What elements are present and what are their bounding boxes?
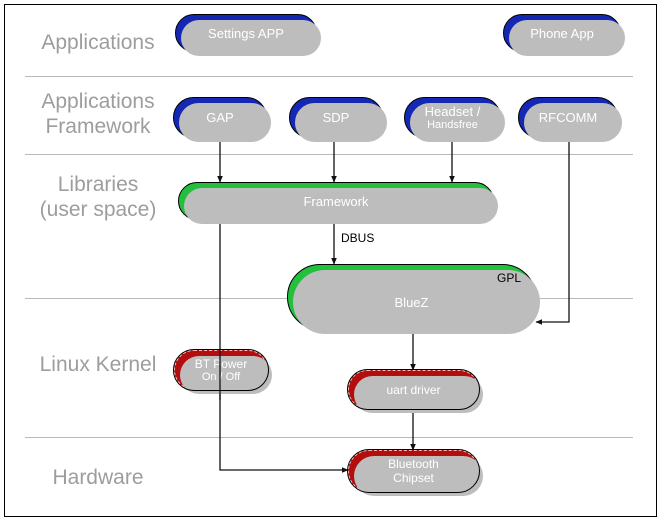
node-shadow (181, 20, 321, 56)
node-label: SDP (322, 110, 350, 125)
node-label: Bluetooth (388, 457, 439, 471)
layer-label-linux-kernel: Linux Kernel (39, 353, 157, 376)
node-shadow (354, 376, 483, 413)
node-shadow (354, 456, 483, 496)
node-bluetooth-chipset[interactable]: Bluetooth Chipset (347, 449, 483, 496)
separator-linux-kernel (25, 437, 633, 438)
node-shadow (410, 103, 505, 142)
node-phone-app[interactable]: Phone App (503, 14, 625, 56)
layer-label-hardware: Hardware (52, 466, 144, 489)
layer-label-libraries: Libraries (user space) (39, 173, 157, 221)
node-license-tag: GPL (496, 271, 521, 285)
node-label: GAP (206, 110, 234, 125)
node-shadow (509, 20, 625, 56)
node-rfcomm[interactable]: RFCOMM (518, 97, 622, 142)
node-label: Settings APP (208, 25, 284, 41)
layer-label-applications: Applications (41, 31, 155, 54)
diagram-frame (4, 4, 657, 517)
separator-applications-framework (25, 154, 633, 155)
node-label: BT Power (194, 356, 248, 371)
node-label: Headset / (424, 103, 481, 119)
node-headset-handsfree[interactable]: Headset / Handsfree (404, 97, 505, 142)
node-uart-driver[interactable]: uart driver (347, 369, 483, 413)
node-shadow (524, 103, 622, 142)
node-shadow (295, 103, 387, 142)
node-settings-app[interactable]: Settings APP (175, 14, 321, 56)
node-label: RFCOMM (538, 110, 598, 125)
edge-label-dbus: DBUS (341, 231, 375, 245)
node-label: Framework (303, 193, 369, 209)
node-bluez[interactable]: GPL BlueZ (287, 264, 540, 334)
node-label: uart driver (386, 382, 441, 397)
node-sublabel: Chipset (393, 471, 434, 485)
layer-label-applications-framework: Applications Framework (41, 90, 155, 138)
node-sdp[interactable]: SDP (289, 97, 387, 142)
node-shadow (184, 188, 498, 224)
node-shadow (179, 103, 271, 142)
separator-applications (25, 76, 633, 77)
node-label: BlueZ (394, 294, 429, 310)
node-gap[interactable]: GAP (173, 97, 271, 142)
node-sublabel: Handsfree (427, 118, 478, 131)
node-bt-power[interactable]: BT Power On / Off (173, 349, 272, 394)
node-label: Phone App (530, 25, 594, 41)
node-framework[interactable]: Framework (178, 182, 498, 224)
node-sublabel: On / Off (201, 370, 241, 383)
